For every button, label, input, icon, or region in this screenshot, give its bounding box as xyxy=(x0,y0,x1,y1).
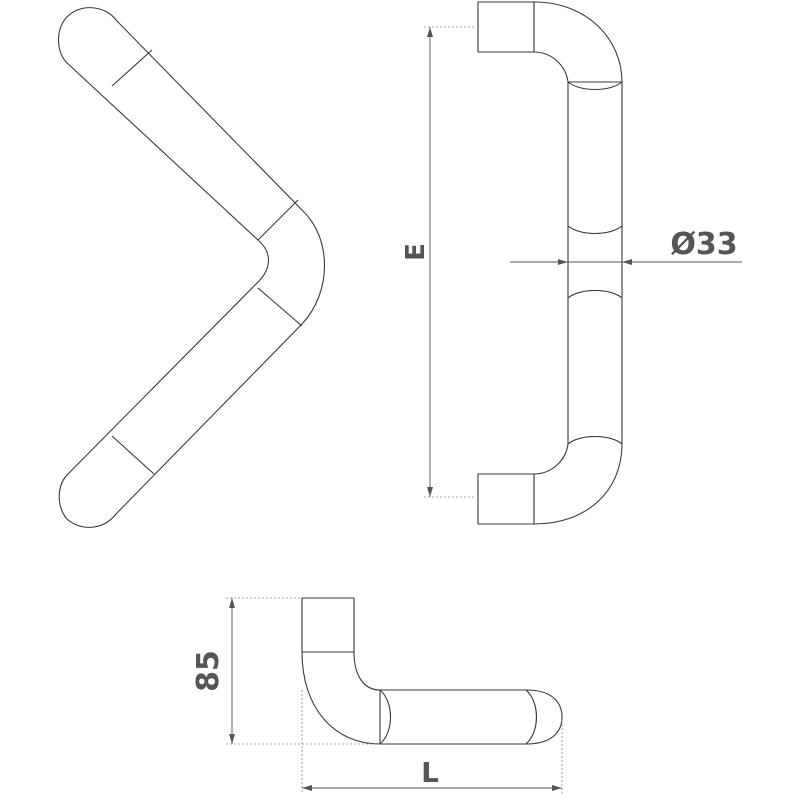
top-view-joint-line-2 xyxy=(257,199,299,241)
front-view-bottom-standoff xyxy=(477,473,535,525)
front-view-upper-bar xyxy=(567,81,623,235)
front-view-lower-bar xyxy=(567,289,623,445)
dimension-diameter-arrow-left xyxy=(558,259,568,265)
front-view-handle xyxy=(477,1,623,525)
top-view-handle xyxy=(57,7,326,528)
dimension-e: E xyxy=(401,26,476,498)
side-view-standoff xyxy=(301,597,355,653)
dimension-85-arrow-bottom xyxy=(229,734,235,744)
dimension-e-arrow-top xyxy=(427,27,433,37)
dimension-85-label: 85 xyxy=(191,650,226,692)
dimension-diameter-label: Ø33 xyxy=(670,227,737,262)
dimension-diameter-arrow-right xyxy=(622,259,632,265)
side-view-bar xyxy=(379,689,537,745)
dimension-85: 85 xyxy=(191,597,378,745)
top-view-joint-line-3 xyxy=(257,287,303,327)
front-view-bottom-bend xyxy=(533,435,623,525)
top-view-joint-line-1 xyxy=(111,49,153,87)
dimension-e-label: E xyxy=(401,243,431,261)
top-view-joint-line-4 xyxy=(111,435,155,475)
dimension-l-label: L xyxy=(421,756,439,789)
dimension-diameter: Ø33 xyxy=(510,227,742,265)
side-view-end-cap xyxy=(525,689,563,745)
top-view-handle-outline xyxy=(57,7,326,528)
dimension-l-arrow-right xyxy=(552,785,562,791)
dimension-l-arrow-left xyxy=(302,785,312,791)
dimension-l: L xyxy=(301,690,563,794)
dimension-e-arrow-bottom xyxy=(427,487,433,497)
side-view-bend xyxy=(301,651,381,745)
side-view-handle xyxy=(301,597,563,745)
dimension-85-arrow-top xyxy=(229,598,235,608)
front-view-top-bend xyxy=(533,1,623,83)
front-view-top-standoff xyxy=(477,1,535,53)
